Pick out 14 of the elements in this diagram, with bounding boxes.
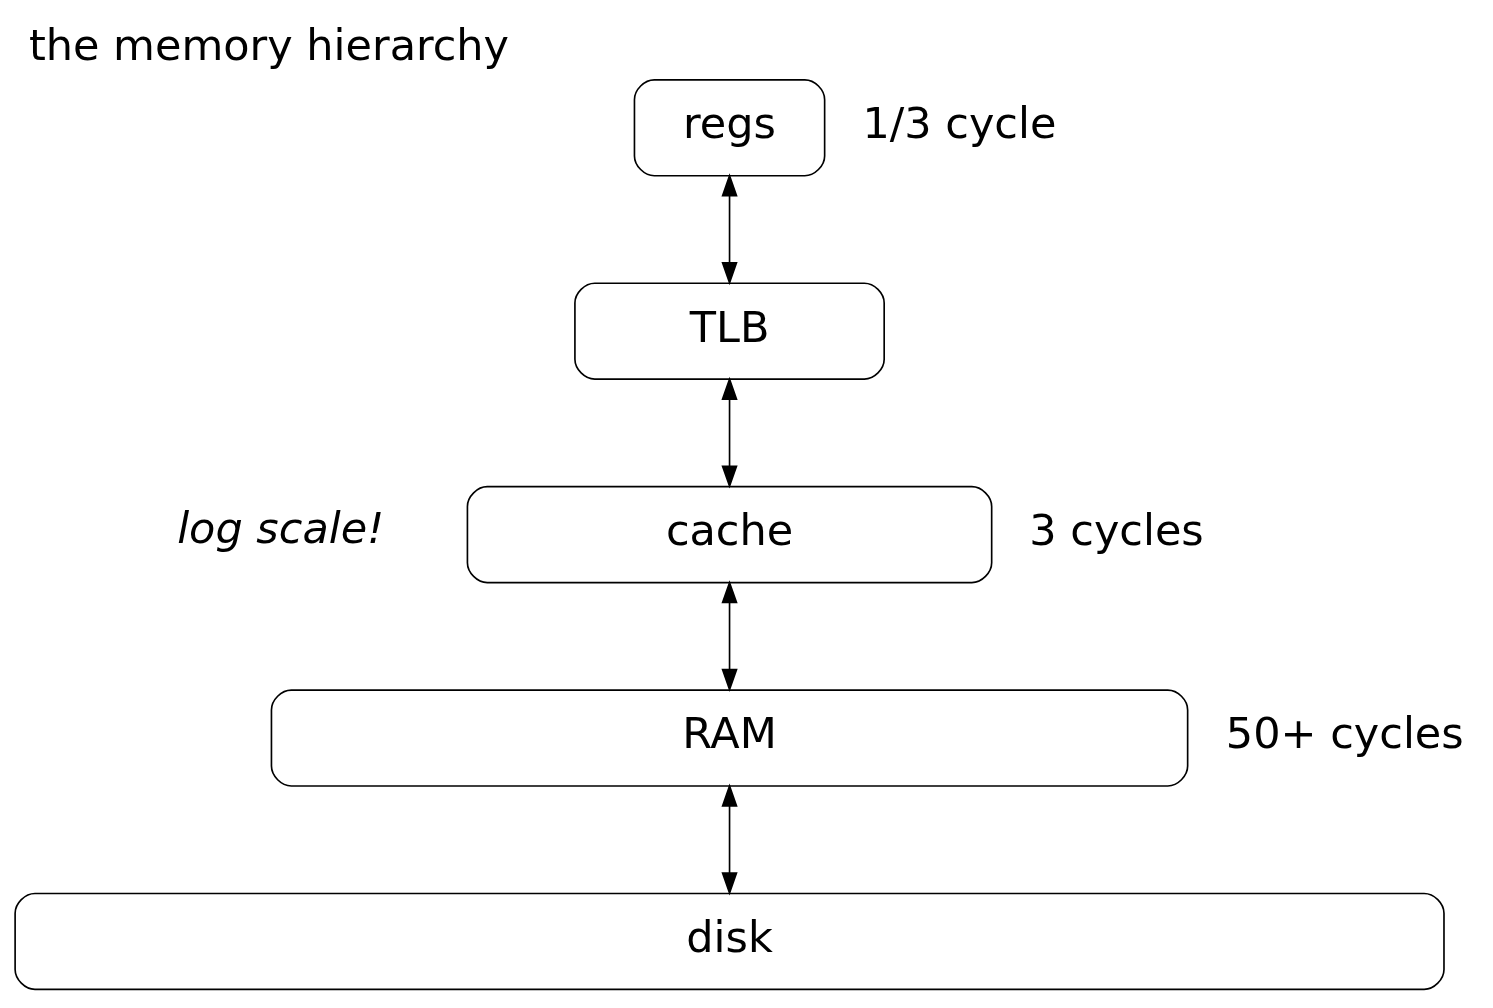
arrow <box>721 376 738 489</box>
diagram-title: the memory hierarchy <box>28 19 510 70</box>
node-box: regs <box>633 79 826 177</box>
node-label: 50+ cycles <box>1225 708 1464 759</box>
arrow <box>721 580 738 692</box>
node-box: disk <box>14 892 1445 991</box>
node-label: 1/3 cycle <box>862 98 1057 149</box>
arrow <box>721 783 738 896</box>
node-box: cache <box>466 485 993 584</box>
label: log scale! <box>177 503 385 554</box>
node-box: RAM <box>270 689 1189 787</box>
node-label: 3 cycles <box>1029 505 1204 556</box>
node-box: TLB <box>574 282 885 380</box>
arrow <box>721 173 738 286</box>
